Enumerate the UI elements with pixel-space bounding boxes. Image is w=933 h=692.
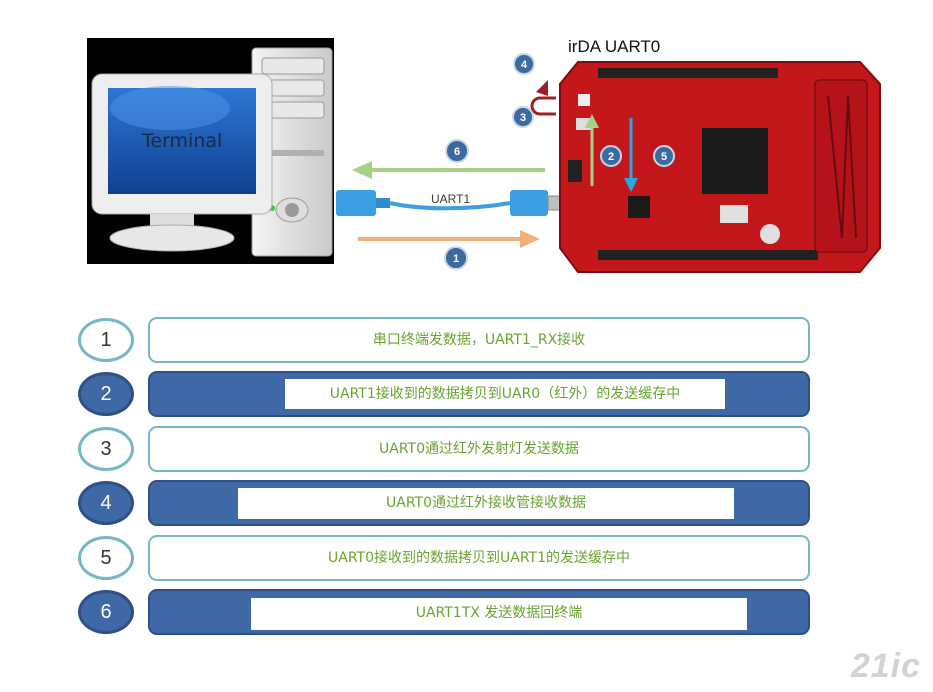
arrow-step-1 [358, 230, 540, 248]
arrow-step-5-icon [624, 118, 638, 192]
watermark-logo: 21ic [850, 647, 921, 685]
svg-text:1: 1 [453, 253, 459, 265]
terminal-label: Terminal [142, 130, 223, 152]
step-6-highlight [251, 598, 747, 630]
step-5-box [148, 535, 810, 581]
arrow-step-2-icon [585, 114, 599, 186]
monitor-icon [91, 73, 273, 252]
ir-loop-arrow-icon [530, 80, 556, 116]
svg-text:2: 2 [608, 151, 614, 163]
step-4-text: UART0通过红外接收管接收数据 [386, 495, 586, 511]
frdm-board-icon [559, 61, 881, 273]
step-5-number: 5 [78, 536, 134, 580]
marker-6: 6 [445, 139, 469, 163]
marker-4: 4 [513, 53, 535, 75]
step-2-number: 2 [78, 372, 134, 416]
irda-uart0-label: irDA UART0 [568, 37, 661, 56]
svg-text:4: 4 [521, 59, 528, 71]
marker-1: 1 [444, 246, 468, 270]
arrow-step-6 [352, 161, 545, 179]
step-3-box [148, 426, 810, 472]
step-2-text: UART1接收到的数据拷贝到UAR0（红外）的发送缓存中 [329, 386, 681, 402]
svg-text:6: 6 [454, 146, 460, 158]
marker-5: 5 [653, 145, 675, 167]
step-4-number: 4 [78, 481, 134, 525]
step-1-number: 1 [78, 318, 134, 362]
usb-cable-icon [336, 190, 565, 216]
step-2-highlight [285, 379, 725, 409]
marker-2: 2 [600, 145, 622, 167]
svg-text:3: 3 [520, 112, 526, 124]
svg-text:5: 5 [661, 151, 667, 163]
step-5-text: UART0接收到的数据拷贝到UART1的发送缓存中 [328, 550, 630, 566]
step-6-text: UART1TX 发送数据回终端 [415, 605, 583, 621]
step-6-number: 6 [78, 590, 134, 634]
step-1-text: 串口终端发数据，UART1_RX接收 [372, 332, 586, 348]
connection-diagram: 1 6 4 3 2 5 [91, 47, 881, 273]
step-3-text: UART0通过红外发射灯发送数据 [379, 441, 579, 457]
uart1-cable-label: UART1 [431, 192, 471, 206]
step-3-number: 3 [78, 427, 134, 471]
step-1-box [148, 317, 810, 363]
step-4-highlight [238, 488, 734, 519]
marker-3: 3 [512, 106, 534, 128]
